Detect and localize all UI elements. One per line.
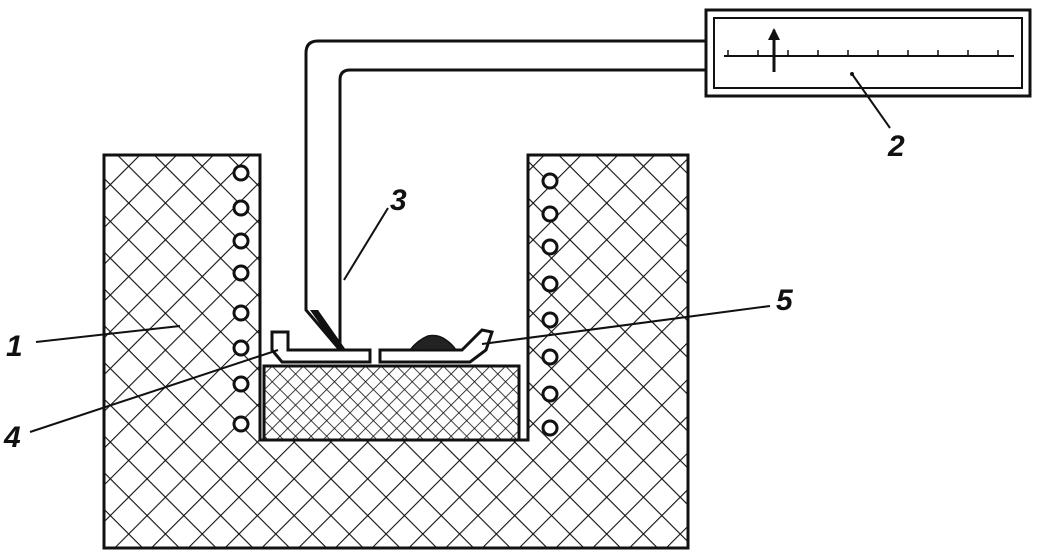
thermocouple-junction xyxy=(310,310,346,350)
crucible xyxy=(270,330,372,364)
label-3: 3 xyxy=(390,184,407,217)
leader-2 xyxy=(851,73,891,129)
leader-1 xyxy=(35,325,181,343)
label-2: 2 xyxy=(887,130,905,163)
heating-coils-left xyxy=(232,164,250,433)
meter-needle-tip xyxy=(768,28,780,40)
crucible-right xyxy=(378,328,494,364)
leader-4 xyxy=(29,349,279,433)
meter xyxy=(704,8,1032,98)
support-block xyxy=(262,364,521,442)
leader-5 xyxy=(481,305,771,345)
label-4: 4 xyxy=(3,421,21,454)
leader-3 xyxy=(343,207,389,281)
label-5: 5 xyxy=(776,284,794,317)
meter-ticks xyxy=(727,50,999,56)
sample xyxy=(408,334,458,351)
label-1: 1 xyxy=(6,330,23,363)
thermocouple-wire-inner xyxy=(338,68,710,350)
heating-coils-right xyxy=(541,172,559,437)
thermocouple-wire-outer xyxy=(304,39,710,351)
